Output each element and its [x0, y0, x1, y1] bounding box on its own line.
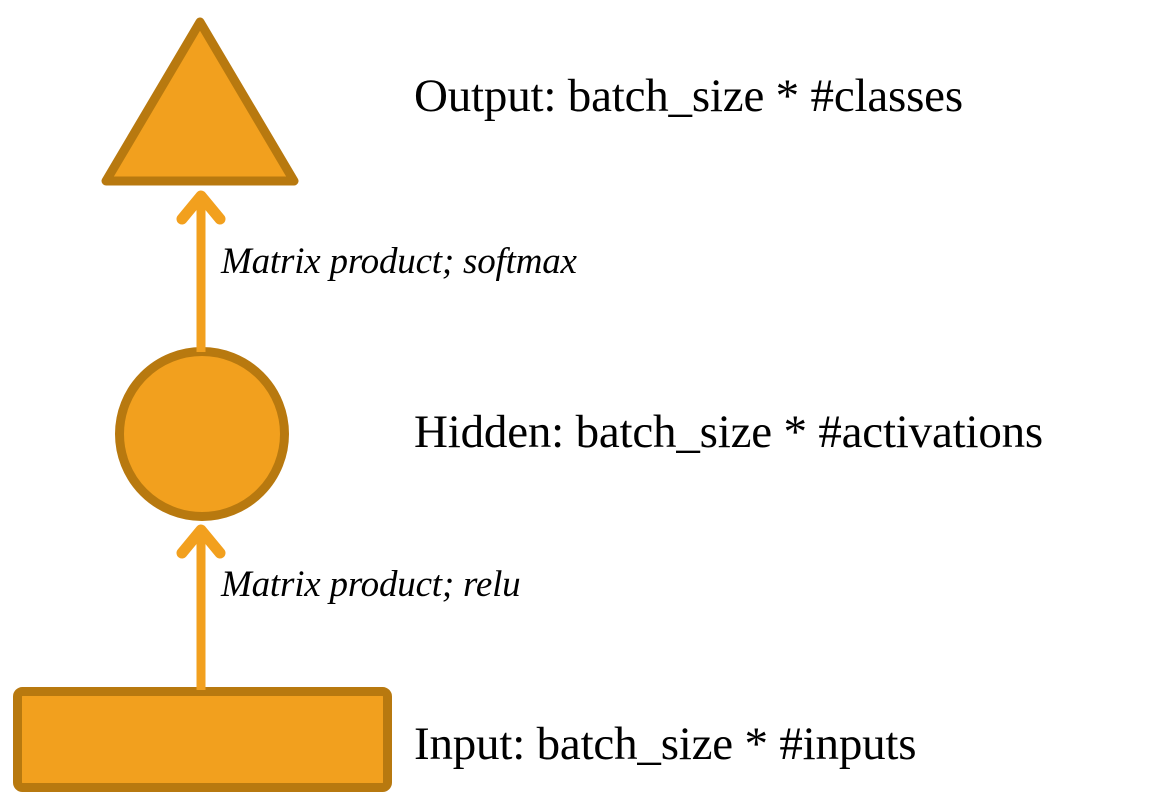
- edge-label-input-to-hidden: Matrix product; relu: [221, 564, 521, 605]
- arrow-input-to-hidden[interactable]: [176, 524, 226, 690]
- arrow-hidden-to-output[interactable]: [176, 190, 226, 352]
- triangle-shape[interactable]: [101, 17, 299, 186]
- rectangle-shape[interactable]: [13, 687, 392, 792]
- edge-label-hidden-to-output: Matrix product; softmax: [221, 241, 577, 282]
- input-layer-label: Input: batch_size * #inputs: [414, 718, 917, 770]
- output-layer-label: Output: batch_size * #classes: [414, 70, 963, 122]
- hidden-layer-label: Hidden: batch_size * #activations: [414, 406, 1044, 458]
- circle-shape[interactable]: [115, 347, 289, 521]
